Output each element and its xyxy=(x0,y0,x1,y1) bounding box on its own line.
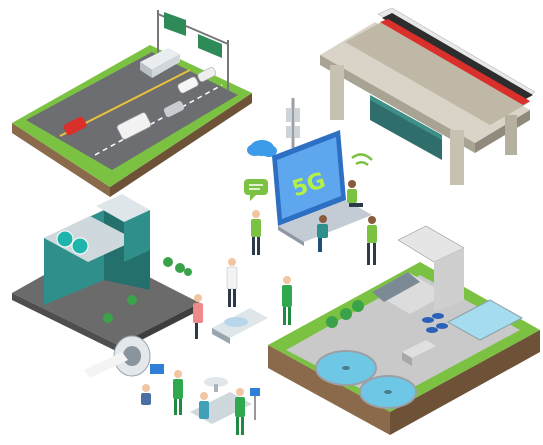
train-platform-side xyxy=(320,55,475,153)
nurse-standing xyxy=(282,276,292,325)
highway-sign2 xyxy=(198,34,222,58)
person-standing-right xyxy=(367,216,377,265)
surgeon-standing xyxy=(173,370,183,415)
station-glass xyxy=(370,95,442,160)
surgeon-green xyxy=(235,388,245,435)
plant-trees xyxy=(326,300,364,328)
settling-tank xyxy=(315,350,377,386)
factory-tower-face xyxy=(434,248,464,312)
train-track xyxy=(345,20,530,125)
highway-tile-base-side2 xyxy=(110,93,252,197)
pillar xyxy=(450,130,464,185)
settling-tank xyxy=(359,375,417,409)
medical-scene xyxy=(84,258,292,435)
factory-roof xyxy=(372,272,420,302)
5g-laptop-scene: 5G xyxy=(244,98,377,265)
monitor-screen xyxy=(150,364,164,374)
white-car2 xyxy=(197,67,217,82)
wifi-icon xyxy=(351,153,373,166)
white-car xyxy=(177,76,199,94)
plant-base-side xyxy=(268,345,390,435)
technician-seated xyxy=(141,384,151,405)
blue-storage-tanks xyxy=(422,313,448,333)
tanker-truck xyxy=(402,340,436,366)
building-trees xyxy=(103,257,192,323)
building-tower-face xyxy=(124,210,150,262)
cell-tower-icon xyxy=(286,98,300,148)
smart-building-scene xyxy=(12,194,200,352)
silver-car xyxy=(163,101,185,117)
pillar xyxy=(330,65,344,120)
building-tower xyxy=(96,194,150,222)
road-edge xyxy=(94,84,223,156)
red-car xyxy=(63,116,87,136)
chat-bubble-icon xyxy=(244,179,268,201)
person-seated-front xyxy=(317,215,328,252)
surgeon-blue xyxy=(199,392,209,419)
cloud-icon xyxy=(247,140,277,157)
highway-scene xyxy=(12,10,252,197)
doctor-standing xyxy=(226,258,238,307)
water-treatment-scene xyxy=(268,225,540,435)
train-red-stripe xyxy=(380,19,530,105)
filtration-pools xyxy=(446,299,524,341)
patient-visitor xyxy=(193,294,203,339)
monitor-stand xyxy=(250,388,260,420)
building-roof xyxy=(44,216,136,262)
elevated-train-scene xyxy=(320,7,536,185)
laptop-base-edge xyxy=(278,226,304,246)
highway-tile-base-side xyxy=(12,123,110,197)
white-camper-van xyxy=(116,112,152,140)
laptop-screen xyxy=(277,137,341,219)
hospital-bed xyxy=(212,308,268,344)
station-glass-grid xyxy=(370,95,442,140)
white-truck xyxy=(140,48,180,78)
helipad-icon xyxy=(56,230,89,255)
highway-sign xyxy=(164,12,186,36)
building-lot-side xyxy=(12,293,118,352)
ct-scanner xyxy=(84,335,164,378)
train-window-band xyxy=(382,13,533,100)
plant-base-side2 xyxy=(390,330,540,435)
pillar xyxy=(505,115,517,155)
person-sitting-on-laptop xyxy=(347,180,363,207)
person-standing-left xyxy=(251,210,261,255)
